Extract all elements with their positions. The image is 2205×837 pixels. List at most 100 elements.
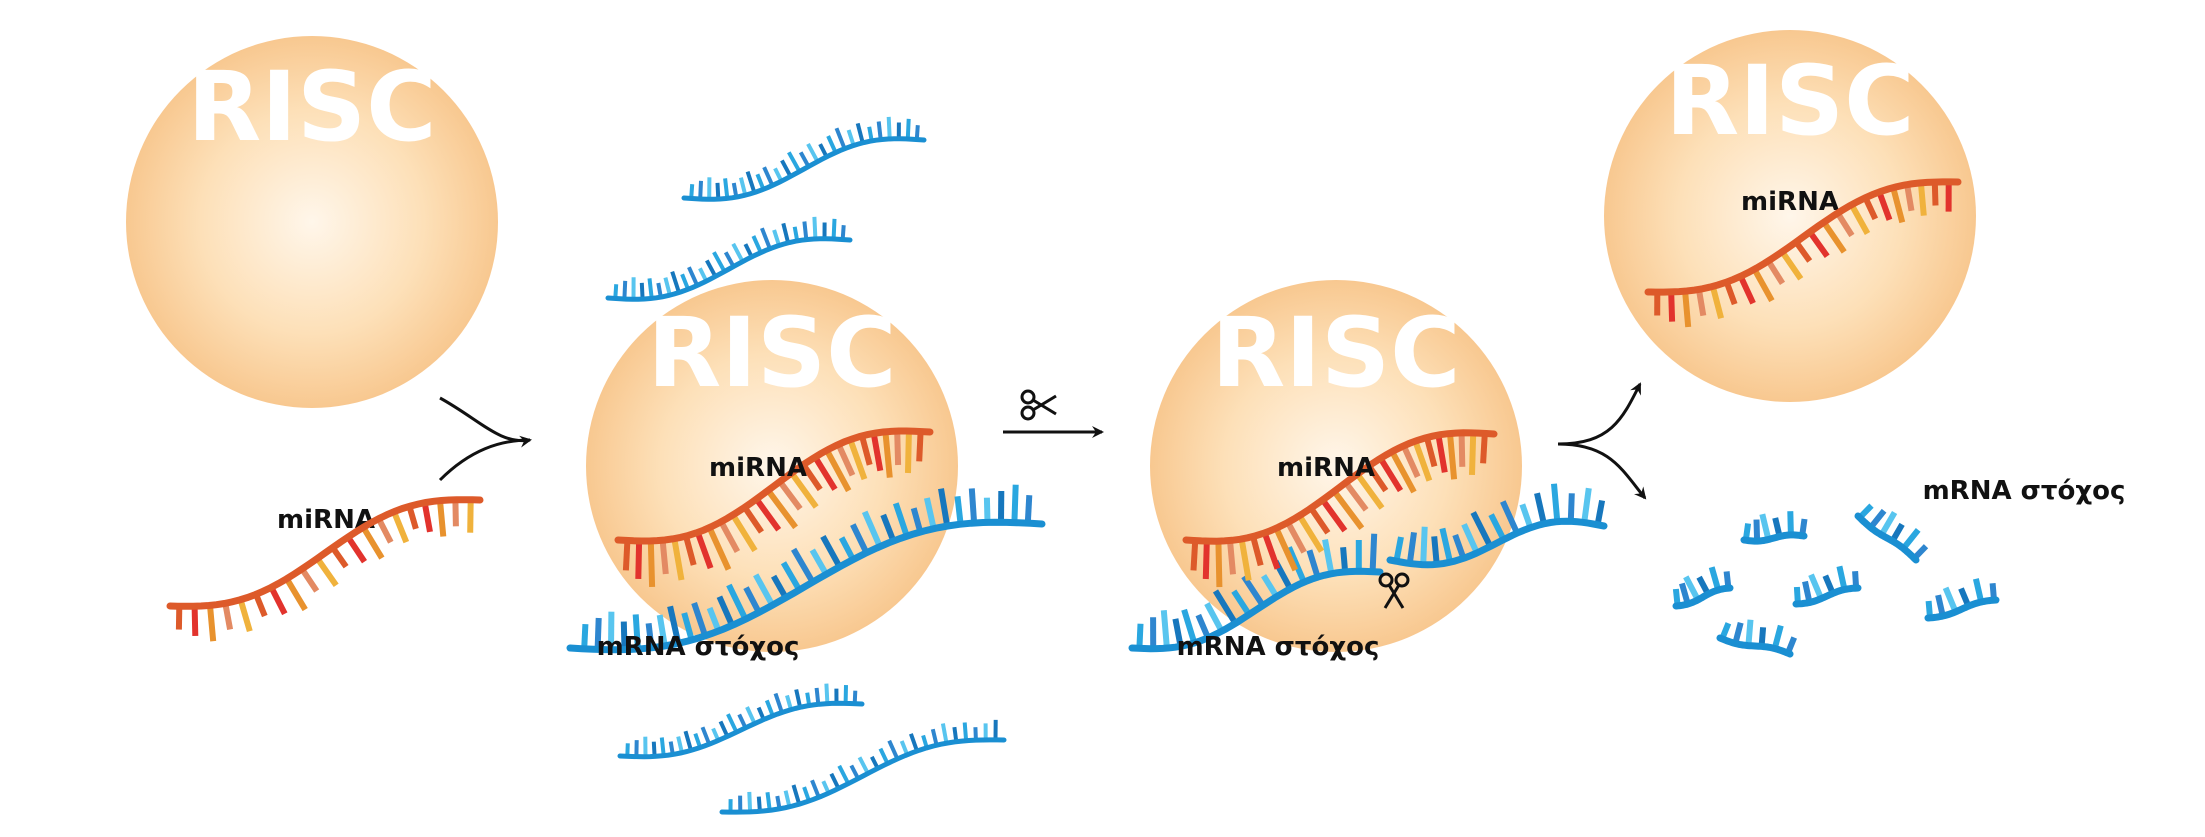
base-tick — [1320, 498, 1348, 533]
base-tick — [773, 692, 784, 714]
base-tick — [1737, 275, 1756, 305]
base-tick — [1435, 434, 1448, 473]
base-tick — [1377, 456, 1404, 493]
base-tick — [726, 713, 739, 734]
base-tick — [751, 235, 763, 254]
base-tick — [909, 733, 919, 752]
base-tick — [1836, 565, 1848, 591]
base-tick — [812, 455, 838, 491]
base-tick — [1202, 541, 1210, 580]
base-tick — [1308, 506, 1331, 535]
base-tick — [1204, 602, 1225, 633]
base-tick — [1227, 540, 1236, 575]
base-tick — [314, 556, 339, 588]
base-tick — [1935, 594, 1946, 617]
scissors-icon — [1378, 572, 1410, 609]
base-tick — [916, 431, 924, 462]
base-tick — [983, 497, 991, 523]
base-tick — [656, 614, 668, 647]
base-tick — [1890, 186, 1906, 224]
base-tick — [700, 726, 712, 745]
base-tick — [676, 736, 684, 754]
stage-3: RISC miRNA mRNA στόχος — [1128, 280, 1608, 662]
base-tick — [780, 561, 802, 592]
base-tick — [1972, 578, 1985, 603]
base-tick — [671, 538, 685, 581]
base-tick — [1458, 432, 1466, 467]
base-tick — [798, 151, 811, 168]
strand-backbone — [1182, 429, 1498, 545]
strand-backbone — [1128, 567, 1384, 653]
base-tick — [834, 127, 847, 150]
base-tick — [887, 739, 900, 760]
strand-backbone — [605, 236, 853, 302]
base-tick — [437, 500, 447, 537]
base-tick — [406, 505, 419, 530]
base-tick — [787, 151, 802, 173]
base-tick — [670, 270, 681, 294]
base-tick — [760, 227, 772, 250]
base-tick — [1862, 196, 1879, 221]
base-tick — [452, 499, 459, 527]
strand-backbone — [1672, 584, 1734, 610]
base-tick — [1771, 624, 1784, 650]
base-tick — [1322, 539, 1335, 575]
base-tick — [1340, 546, 1349, 573]
base-tick — [1878, 510, 1898, 537]
base-tick — [1369, 533, 1378, 572]
base-tick — [639, 282, 645, 300]
base-tick — [723, 251, 736, 268]
base-tick — [622, 280, 628, 300]
base-tick — [954, 495, 964, 525]
base-tick — [1534, 492, 1547, 525]
base-tick — [765, 791, 772, 811]
base-tick — [681, 612, 695, 641]
stage-4: RISC miRNA mRNA στόχος — [1604, 30, 2125, 658]
base-tick — [1594, 499, 1606, 526]
strand-backbone — [1924, 596, 2000, 622]
base-tick — [1868, 508, 1887, 530]
base-tick — [1261, 531, 1281, 570]
base-tick — [1787, 511, 1794, 535]
base-tick — [738, 177, 748, 196]
base-tick — [268, 585, 288, 616]
base-tick — [1439, 527, 1454, 563]
base-tick — [1354, 472, 1385, 510]
base-tick — [930, 728, 939, 746]
base-tick — [1212, 589, 1238, 625]
base-tick — [1567, 493, 1575, 522]
base-tick — [894, 431, 902, 466]
base-tick — [683, 730, 693, 751]
risc-label-1: RISC — [187, 51, 436, 163]
base-tick — [753, 497, 782, 532]
base-tick — [861, 510, 883, 548]
base-tick — [1581, 487, 1592, 523]
base-tick — [1190, 540, 1199, 571]
base-tick — [581, 623, 589, 649]
base-tick — [1668, 291, 1676, 322]
base-tick — [1470, 511, 1493, 548]
base-tick — [1904, 184, 1915, 212]
base-tick — [820, 534, 843, 569]
base-tick — [1343, 480, 1369, 512]
base-tick — [781, 222, 791, 244]
base-tick — [806, 142, 820, 163]
base-tick — [802, 221, 809, 240]
base-tick — [1835, 211, 1855, 238]
base-tick — [923, 497, 937, 530]
base-tick — [620, 621, 628, 650]
base-tick — [791, 784, 802, 805]
cleavage-arrow — [1003, 389, 1104, 438]
base-tick — [785, 694, 793, 711]
base-tick — [1406, 531, 1417, 564]
base-tick — [1759, 513, 1772, 541]
strand-backbone — [166, 496, 484, 610]
base-tick — [1231, 589, 1252, 617]
base-tick — [680, 273, 690, 291]
base-tick — [1461, 523, 1480, 555]
base-tick — [742, 505, 764, 534]
risc-label-4: RISC — [1665, 45, 1914, 157]
free-mrna-3 — [617, 683, 865, 760]
strand-backbone — [1716, 634, 1794, 658]
